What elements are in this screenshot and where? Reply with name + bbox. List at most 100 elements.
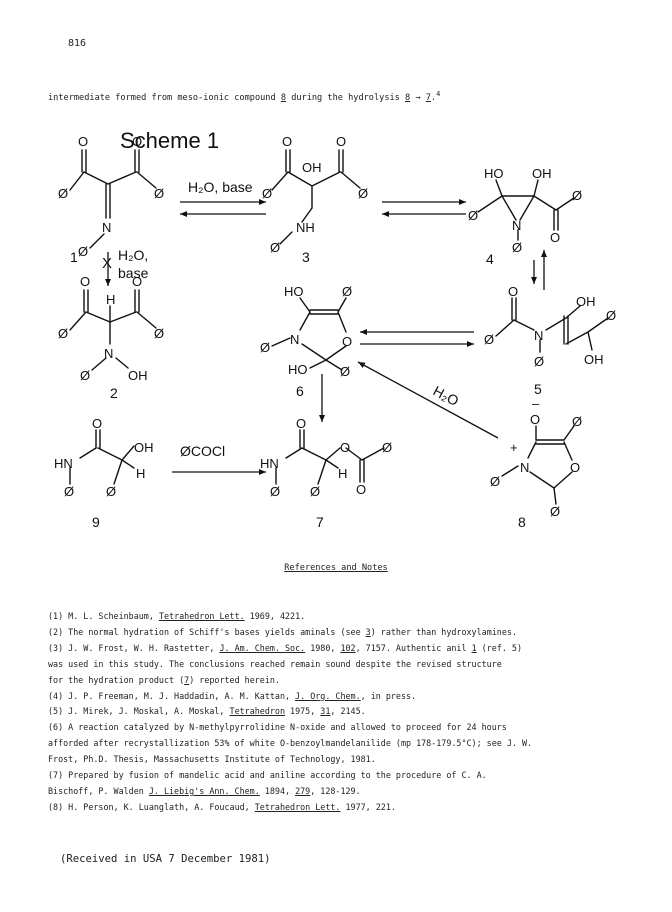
phenyl-symbol: Ø xyxy=(270,240,280,255)
reagent-h2o: H₂O, xyxy=(118,247,148,263)
intro-text: . xyxy=(430,92,437,103)
reference-citation: Tetrahedron Lett. xyxy=(158,611,245,621)
reference-citation: J. Am. Chem. Soc. xyxy=(219,642,306,653)
reference-citation: 3 xyxy=(365,626,371,637)
compound-label-4: 4 xyxy=(486,251,494,267)
intro-compound-ref: 8 xyxy=(405,92,411,103)
atom-label: N xyxy=(512,218,521,233)
compound-3-bonds xyxy=(271,149,361,245)
compound-label-3: 3 xyxy=(302,249,310,265)
atom-label: NH xyxy=(296,220,315,235)
phenyl-symbol: Ø xyxy=(154,326,164,341)
received-date: (Received in USA 7 December 1981) xyxy=(60,853,271,865)
reaction-scheme: Scheme 1 1 2 3 4 5 6 7 8 9 H₂O, base H₂O… xyxy=(54,128,616,530)
phenyl-symbol: Ø xyxy=(512,240,522,255)
reference-text: (ref. 5) xyxy=(476,642,523,653)
reference-line: Bischoff, P. Walden J. Liebig's Ann. Che… xyxy=(48,784,660,800)
phenyl-symbol: Ø xyxy=(64,484,74,499)
phenyl-symbol: Ø xyxy=(572,188,582,203)
atom-label: O xyxy=(570,460,580,475)
reference-citation: 7 xyxy=(184,674,190,685)
reference-text: The normal hydration of Schiff's bases y… xyxy=(68,626,366,637)
phenyl-symbol: Ø xyxy=(154,186,164,201)
phenyl-symbol: Ø xyxy=(340,364,350,379)
reference-number: (7) xyxy=(48,770,69,781)
compound-7-bonds xyxy=(275,429,385,485)
blocked-reaction-x: X xyxy=(102,255,112,272)
intro-citation: 4 xyxy=(436,90,441,98)
reference-citation: J. Liebig's Ann. Chem. xyxy=(148,785,260,796)
atom-label: N xyxy=(104,346,113,361)
phenyl-symbol: Ø xyxy=(262,186,272,201)
reagent-base: base xyxy=(118,265,149,281)
intro-text: during the hydrolysis xyxy=(286,92,406,103)
reference-text: afforded after recrystallization 53% of … xyxy=(48,738,533,749)
reference-line: (1) M. L. Scheinbaum, Tetrahedron Lett. … xyxy=(48,609,660,625)
reference-text: , 128-129. xyxy=(310,785,361,796)
atom-label: O xyxy=(508,284,518,299)
reference-citation: 279 xyxy=(295,785,311,796)
atom-label: H xyxy=(338,466,347,481)
reference-line: was used in this study. The conclusions … xyxy=(48,657,660,673)
atom-label: O xyxy=(336,134,346,149)
atom-label: HO xyxy=(284,284,304,299)
compound-9-bonds xyxy=(69,429,135,485)
reference-text: , 7157. Authentic anil xyxy=(355,642,472,653)
atom-label: OH xyxy=(576,294,596,309)
reference-line: (7) Prepared by fusion of mandelic acid … xyxy=(48,768,660,784)
compound-8-bonds xyxy=(501,425,575,505)
atom-label: O xyxy=(282,134,292,149)
atom-label: N xyxy=(520,460,529,475)
atom-label: H xyxy=(106,292,115,307)
reference-citation: 1 xyxy=(471,642,477,653)
reference-text: M. L. Scheinbaum, xyxy=(68,611,159,621)
reference-text: ) rather than hydroxylamines. xyxy=(370,626,517,637)
reference-text: J. W. Frost, W. H. Rastetter, xyxy=(68,642,220,653)
charge-symbol: – xyxy=(532,396,540,411)
compound-6-bonds xyxy=(271,297,347,371)
reference-text: ) reported herein. xyxy=(189,674,280,685)
scheme-title: Scheme 1 xyxy=(120,128,219,153)
reference-number: (8) xyxy=(48,801,69,812)
reagent-h2o-base: H₂O, base xyxy=(188,179,253,195)
phenyl-symbol: Ø xyxy=(606,308,616,323)
atom-label: O xyxy=(340,440,350,455)
compound-label-5: 5 xyxy=(534,381,542,397)
reagent-benzoyl-chloride: ØCOCl xyxy=(180,443,225,459)
atom-label: H xyxy=(136,466,145,481)
compound-label-8: 8 xyxy=(518,514,526,530)
reference-text: , in press. xyxy=(360,690,417,701)
atom-label: O xyxy=(530,412,540,427)
atom-label: O xyxy=(80,274,90,289)
reference-text: Bischoff, P. Walden xyxy=(48,785,149,796)
compound-label-7: 7 xyxy=(316,514,324,530)
reference-number: (4) xyxy=(48,690,69,701)
reference-text: A reaction catalyzed by N-methylpyrrolid… xyxy=(68,722,507,733)
reference-line: (6) A reaction catalyzed by N-methylpyrr… xyxy=(48,720,660,736)
reference-text: 1969, 4221. xyxy=(244,611,306,621)
reaction-arrows xyxy=(105,199,547,475)
reference-citation: J. Org. Chem. xyxy=(295,690,361,701)
phenyl-symbol: Ø xyxy=(106,484,116,499)
reference-text: 1975, xyxy=(285,706,321,717)
reference-text: , 2145. xyxy=(330,706,366,717)
reference-citation: Tetrahedron xyxy=(229,706,285,717)
references-list: (1) M. L. Scheinbaum, Tetrahedron Lett. … xyxy=(48,609,660,816)
intro-text: intermediate formed from meso-ionic comp… xyxy=(48,92,281,103)
atom-label: O xyxy=(78,134,88,149)
atom-label: HO xyxy=(288,362,308,377)
reference-text: 1980, xyxy=(305,642,341,653)
intro-compound-ref: 7 xyxy=(425,92,431,103)
phenyl-symbol: Ø xyxy=(484,332,494,347)
atom-label: O xyxy=(132,134,142,149)
reference-line: Frost, Ph.D. Thesis, Massachusetts Insti… xyxy=(48,752,660,768)
phenyl-symbol: Ø xyxy=(468,208,478,223)
reference-line: (8) H. Person, K. Luanglath, A. Foucaud,… xyxy=(48,800,660,816)
phenyl-symbol: Ø xyxy=(572,414,582,429)
reference-line: (3) J. W. Frost, W. H. Rastetter, J. Am.… xyxy=(48,641,660,657)
compound-1-bonds xyxy=(69,149,157,249)
reference-number: (2) xyxy=(48,626,69,637)
reference-text: 1894, xyxy=(259,785,296,796)
atom-label: HN xyxy=(260,456,279,471)
atom-label: O xyxy=(92,416,102,431)
